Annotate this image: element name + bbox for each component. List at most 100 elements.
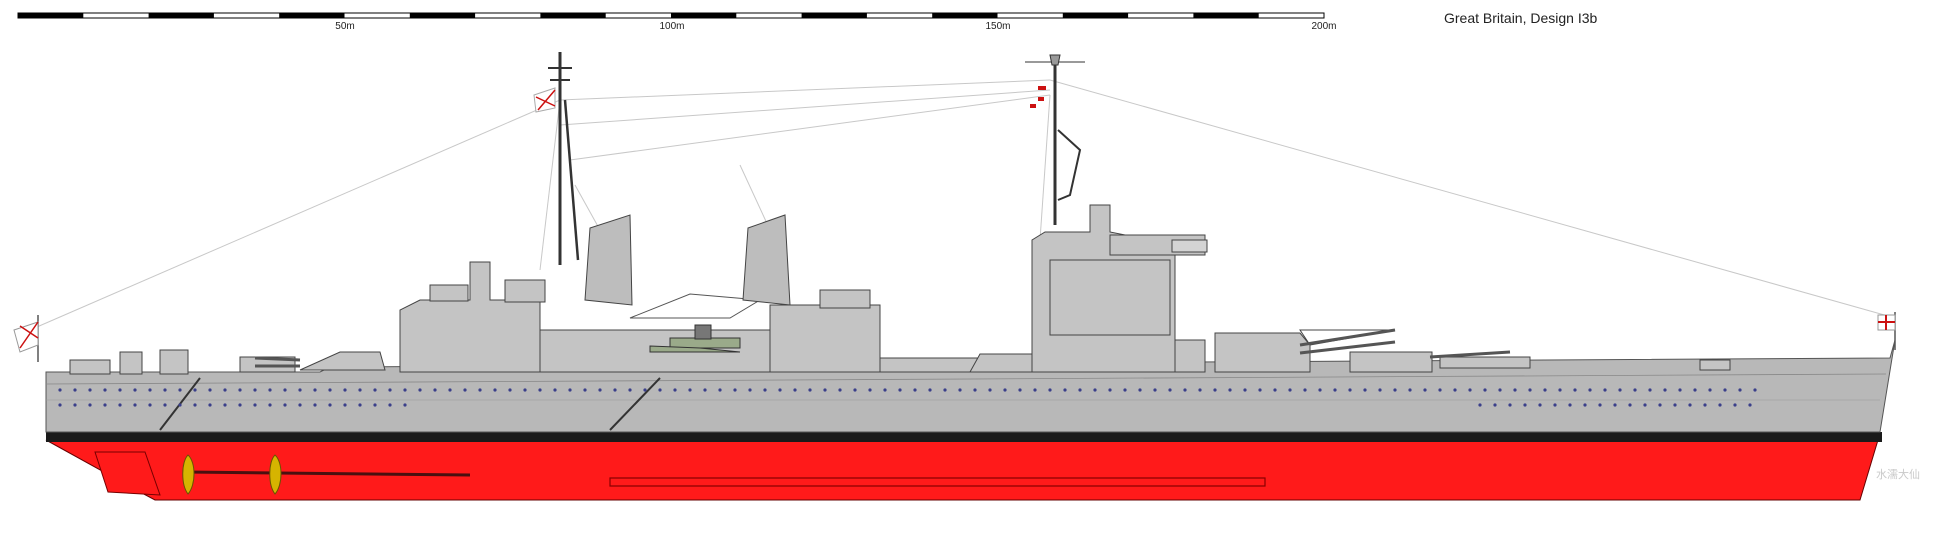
artist-watermark: 水濡大仙	[1876, 469, 1920, 481]
scale-bar-segment	[540, 13, 606, 18]
porthole	[58, 403, 62, 407]
porthole	[1493, 403, 1497, 407]
porthole	[103, 388, 107, 392]
porthole	[538, 388, 542, 392]
porthole	[373, 388, 377, 392]
porthole	[1753, 388, 1757, 392]
porthole	[193, 388, 197, 392]
porthole	[388, 388, 392, 392]
porthole	[373, 403, 377, 407]
porthole	[88, 388, 92, 392]
porthole	[1393, 388, 1397, 392]
porthole	[358, 403, 362, 407]
porthole	[973, 388, 977, 392]
drawing-title: Great Britain, Design I3b	[1444, 10, 1598, 26]
scale-bar-segment	[18, 13, 84, 18]
propellers	[182, 454, 282, 495]
main-hull	[45, 339, 1896, 433]
porthole	[958, 388, 962, 392]
fore-mast	[1025, 54, 1085, 225]
porthole	[1528, 388, 1532, 392]
porthole	[1598, 403, 1602, 407]
porthole	[388, 403, 392, 407]
porthole	[658, 388, 662, 392]
porthole	[1108, 388, 1112, 392]
porthole	[1568, 403, 1572, 407]
porthole	[1483, 388, 1487, 392]
porthole	[1498, 388, 1502, 392]
porthole	[1583, 403, 1587, 407]
porthole	[1588, 388, 1592, 392]
porthole	[418, 388, 422, 392]
porthole	[298, 388, 302, 392]
boot-topping	[46, 432, 1882, 442]
porthole	[988, 388, 992, 392]
porthole	[1063, 388, 1067, 392]
porthole	[1718, 403, 1722, 407]
porthole	[1468, 388, 1472, 392]
porthole	[193, 403, 197, 407]
porthole	[553, 388, 557, 392]
porthole	[268, 388, 272, 392]
porthole	[1213, 388, 1217, 392]
porthole	[598, 388, 602, 392]
main-gun-barrels	[254, 328, 1511, 368]
porthole	[283, 403, 287, 407]
porthole	[1033, 388, 1037, 392]
porthole	[148, 388, 152, 392]
porthole	[883, 388, 887, 392]
porthole	[403, 403, 407, 407]
porthole	[1003, 388, 1007, 392]
porthole	[613, 388, 617, 392]
porthole	[1558, 388, 1562, 392]
porthole	[1318, 388, 1322, 392]
porthole	[1678, 388, 1682, 392]
porthole	[1333, 388, 1337, 392]
porthole	[313, 403, 317, 407]
porthole	[1553, 403, 1557, 407]
superstructure	[69, 204, 1731, 375]
scale-bar-segment	[1062, 13, 1129, 18]
porthole	[838, 388, 842, 392]
porthole	[823, 388, 827, 392]
porthole	[163, 403, 167, 407]
porthole	[208, 403, 212, 407]
porthole	[628, 388, 632, 392]
porthole	[1198, 388, 1202, 392]
porthole	[1273, 388, 1277, 392]
scale-label-150m: 150m	[985, 21, 1010, 32]
porthole	[358, 388, 362, 392]
porthole	[328, 388, 332, 392]
porthole	[313, 388, 317, 392]
porthole	[73, 403, 77, 407]
porthole	[1018, 388, 1022, 392]
scale-label-100m: 100m	[659, 21, 684, 32]
porthole	[568, 388, 572, 392]
scale-bar-segment	[801, 13, 867, 18]
porthole	[1703, 403, 1707, 407]
porthole	[1378, 388, 1382, 392]
porthole	[1078, 388, 1082, 392]
porthole	[1303, 388, 1307, 392]
porthole	[1513, 388, 1517, 392]
porthole	[148, 403, 152, 407]
porthole	[688, 388, 692, 392]
porthole	[1688, 403, 1692, 407]
porthole	[523, 388, 527, 392]
porthole	[1243, 388, 1247, 392]
porthole	[1408, 388, 1412, 392]
porthole	[898, 388, 902, 392]
porthole	[328, 403, 332, 407]
porthole	[1738, 388, 1742, 392]
porthole	[1048, 388, 1052, 392]
porthole	[1183, 388, 1187, 392]
porthole	[1693, 388, 1697, 392]
porthole	[118, 388, 122, 392]
porthole	[433, 388, 437, 392]
porthole	[268, 403, 272, 407]
porthole	[1123, 388, 1127, 392]
porthole	[718, 388, 722, 392]
porthole	[1288, 388, 1292, 392]
porthole	[253, 388, 257, 392]
